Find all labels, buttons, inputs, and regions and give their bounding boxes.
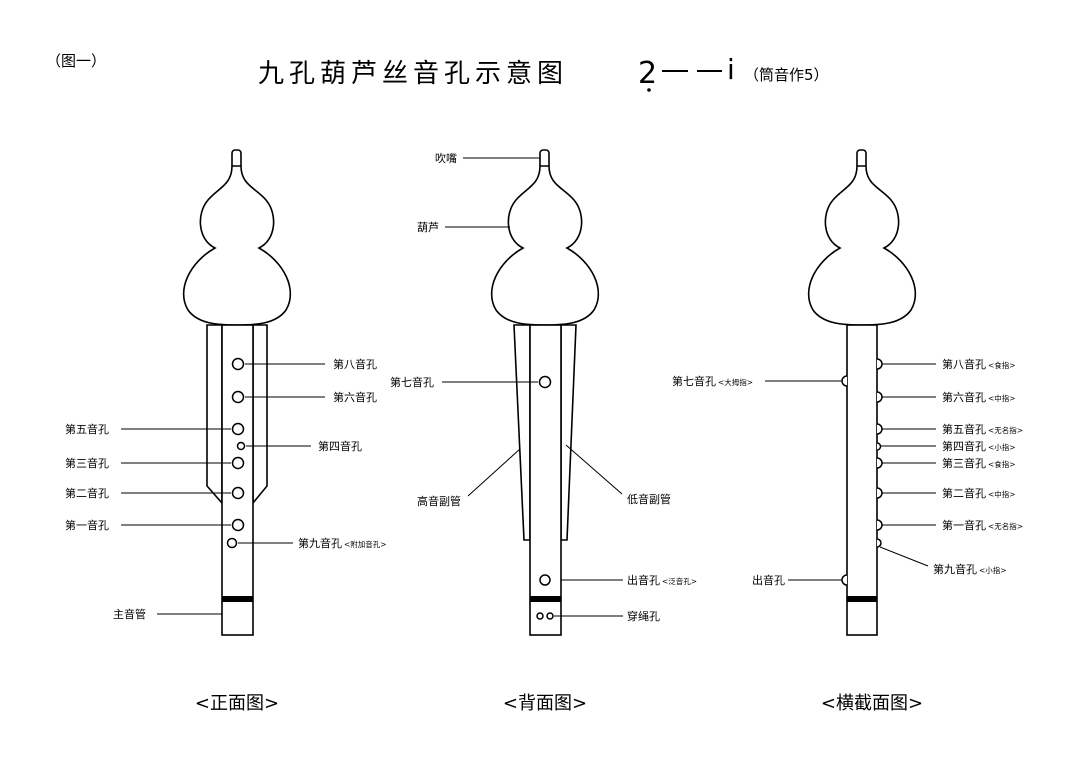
side-hole-8 [876, 358, 883, 370]
high-sub-pipe [206, 324, 223, 506]
side-hole-3 [876, 457, 883, 469]
label-front-hole-1: 第一音孔 [65, 518, 109, 532]
back-view: 吹嘴 葫芦 第七音孔 高音副管 低音副管 出音孔<泛音孔> 穿绳孔 <背面图> [390, 149, 697, 714]
side-hole-2 [876, 487, 883, 499]
gourd [808, 165, 916, 326]
pitch-range-notation: 2 i （筒音作5） [638, 53, 829, 92]
label-side-hole-5: 第五音孔<无名指> [942, 422, 1023, 436]
side-hole-6 [876, 391, 883, 403]
notation-note: （筒音作5） [744, 66, 829, 84]
side-hole-1 [876, 519, 883, 531]
side-hole-4 [876, 442, 882, 451]
label-front-hole-5: 第五音孔 [65, 422, 109, 436]
label-front-hole-4: 第四音孔 [318, 439, 362, 453]
gourd [491, 165, 599, 326]
front-hole-1 [231, 518, 245, 532]
front-hole-8 [231, 357, 245, 371]
label-high-sub-pipe: 高音副管 [417, 494, 461, 508]
side-view-caption: <横截面图> [821, 693, 923, 714]
diagram-title: 九孔葫芦丝音孔示意图 [258, 59, 568, 89]
back-outlet-hole [539, 574, 551, 586]
label-back-hole-7: 第七音孔 [390, 375, 434, 389]
front-hole-6 [231, 390, 245, 404]
main-pipe [529, 324, 562, 636]
notation-high-note: i [727, 53, 735, 86]
label-side-hole-7: 第七音孔<大拇指> [672, 374, 753, 388]
label-side-hole-2: 第二音孔<中指> [942, 486, 1016, 500]
main-pipe-band [530, 596, 561, 602]
label-side-hole-3: 第三音孔<食指> [942, 456, 1016, 470]
label-side-outlet: 出音孔 [752, 573, 785, 587]
main-pipe [846, 324, 878, 636]
leader-line [879, 546, 929, 567]
front-view-caption: <正面图> [195, 693, 279, 714]
label-main-pipe: 主音管 [113, 607, 146, 621]
front-hole-4 [236, 441, 246, 451]
low-sub-pipe [560, 324, 577, 541]
label-front-hole-8: 第八音孔 [333, 357, 377, 371]
label-rope-hole: 穿绳孔 [627, 609, 660, 623]
label-front-hole-6: 第六音孔 [333, 390, 377, 404]
back-view-caption: <背面图> [503, 693, 587, 714]
label-side-hole-1: 第一音孔<无名指> [942, 518, 1023, 532]
label-back-outlet: 出音孔<泛音孔> [627, 573, 697, 587]
main-pipe [221, 324, 254, 636]
label-gourd: 葫芦 [417, 221, 439, 234]
side-hole-9 [876, 538, 882, 548]
low-sub-pipe [252, 324, 268, 506]
front-hole-5 [231, 422, 245, 436]
rope-hole-left [536, 612, 544, 620]
gourd [183, 165, 291, 326]
notation-low-note: 2 [638, 56, 657, 91]
side-view: 第八音孔<食指> 第七音孔<大拇指> 第六音孔<中指> 第五音孔<无名指> 第四… [672, 149, 1023, 714]
back-hole-7 [538, 375, 552, 389]
label-front-hole-2: 第二音孔 [65, 486, 109, 500]
main-pipe-band [847, 596, 877, 602]
notation-low-dot [647, 88, 651, 92]
figure-label: （图一） [46, 52, 106, 70]
front-hole-2 [231, 486, 245, 500]
high-sub-pipe [513, 324, 531, 541]
label-side-hole-6: 第六音孔<中指> [942, 390, 1016, 404]
label-side-hole-4: 第四音孔<小指> [942, 439, 1016, 453]
side-outlet-hole [841, 574, 848, 586]
front-view: 第八音孔 第六音孔 第五音孔 第四音孔 第三音孔 第二音孔 第一音孔 第九音孔<… [65, 149, 387, 714]
leader-line [565, 444, 623, 495]
label-side-hole-8: 第八音孔<食指> [942, 357, 1016, 371]
label-low-sub-pipe: 低音副管 [627, 492, 671, 506]
side-hole-7 [841, 375, 848, 387]
label-mouthpiece: 吹嘴 [435, 152, 457, 165]
label-front-hole-9: 第九音孔<附加音孔> [298, 536, 387, 550]
side-hole-5 [876, 423, 883, 435]
front-hole-9 [226, 537, 238, 549]
front-hole-3 [231, 456, 245, 470]
label-side-hole-9: 第九音孔<小指> [933, 562, 1007, 576]
leader-line [467, 448, 521, 497]
label-front-hole-3: 第三音孔 [65, 456, 109, 470]
rope-hole-right [546, 612, 554, 620]
main-pipe-band [222, 596, 253, 602]
